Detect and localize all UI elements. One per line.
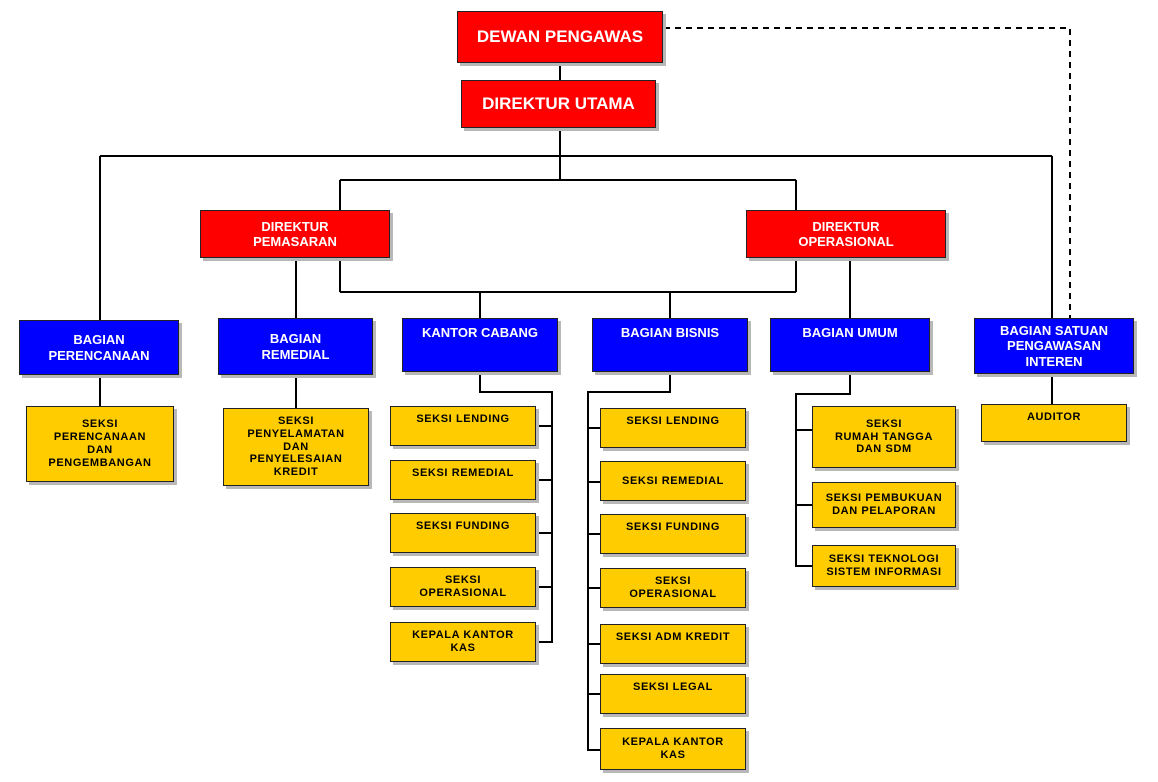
label-kc-seksi-funding: SEKSI FUNDING (416, 520, 510, 532)
box-direktur-utama: DIREKTUR UTAMA (461, 80, 656, 128)
label-kantor-cabang: KANTOR CABANG (421, 325, 539, 340)
box-kantor-cabang: KANTOR CABANG (402, 318, 558, 372)
label-dewan-pengawas: DEWAN PENGAWAS (476, 26, 644, 46)
box-seksi-penyelamatan: SEKSI PENYELAMATAN DAN PENYELESAIAN KRED… (223, 408, 369, 486)
label-bs-seksi-legal: SEKSI LEGAL (633, 681, 713, 693)
connector-bisnis-bus (587, 372, 671, 751)
box-bagian-remedial: BAGIAN REMEDIAL (218, 318, 373, 375)
connector-dewan-spi-dashed (664, 27, 1071, 318)
label-kc-seksi-remedial: SEKSI REMEDIAL (412, 467, 514, 479)
box-um-pembukuan: SEKSI PEMBUKUAN DAN PELAPORAN (812, 482, 956, 528)
box-bs-seksi-operasional: SEKSI OPERASIONAL (600, 568, 746, 608)
label-kc-seksi-lending: SEKSI LENDING (416, 413, 510, 425)
connector-umum-bus (795, 372, 851, 567)
box-bagian-perencanaan: BAGIAN PERENCANAAN (19, 320, 179, 375)
label-bs-kepala-kantor-kas: KEPALA KANTOR KAS (622, 736, 724, 761)
box-um-rumah-tangga: SEKSI RUMAH TANGGA DAN SDM (812, 406, 956, 468)
label-kc-kepala-kantor-kas: KEPALA KANTOR KAS (412, 629, 514, 654)
box-bagian-spi: BAGIAN SATUAN PENGAWASAN INTEREN (974, 318, 1134, 374)
box-bs-seksi-adm-kredit: SEKSI ADM KREDIT (600, 624, 746, 664)
label-auditor: AUDITOR (1026, 411, 1082, 423)
label-um-rumah-tangga: SEKSI RUMAH TANGGA DAN SDM (834, 417, 934, 456)
box-bagian-umum: BAGIAN UMUM (770, 318, 930, 372)
label-direktur-pemasaran: DIREKTUR PEMASARAN (253, 218, 337, 249)
box-bs-seksi-funding: SEKSI FUNDING (600, 514, 746, 554)
connector-kantor-cabang-bus (479, 372, 553, 643)
box-bagian-bisnis: BAGIAN BISNIS (592, 318, 748, 372)
label-direktur-operasional: DIREKTUR OPERASIONAL (798, 218, 894, 249)
label-direktur-utama: DIREKTUR UTAMA (482, 93, 635, 113)
box-bs-seksi-remedial: SEKSI REMEDIAL (600, 461, 746, 501)
label-bagian-perencanaan: BAGIAN PERENCANAAN (48, 332, 150, 363)
box-bs-seksi-legal: SEKSI LEGAL (600, 674, 746, 714)
label-bs-seksi-adm-kredit: SEKSI ADM KREDIT (615, 631, 731, 643)
box-bs-kepala-kantor-kas: KEPALA KANTOR KAS (600, 728, 746, 770)
box-kc-seksi-remedial: SEKSI REMEDIAL (390, 460, 536, 500)
label-seksi-perencanaan: SEKSI PERENCANAAN DAN PENGEMBANGAN (48, 418, 152, 469)
label-bagian-bisnis: BAGIAN BISNIS (620, 325, 720, 340)
label-bs-seksi-operasional: SEKSI OPERASIONAL (629, 575, 717, 600)
label-bagian-spi: BAGIAN SATUAN PENGAWASAN INTEREN (999, 323, 1109, 369)
label-kc-seksi-operasional: SEKSI OPERASIONAL (419, 574, 507, 599)
box-kc-seksi-lending: SEKSI LENDING (390, 406, 536, 446)
box-seksi-perencanaan: SEKSI PERENCANAAN DAN PENGEMBANGAN (26, 406, 174, 482)
label-bagian-umum: BAGIAN UMUM (802, 325, 898, 340)
box-um-teknologi: SEKSI TEKNOLOGI SISTEM INFORMASI (812, 545, 956, 587)
label-bagian-remedial: BAGIAN REMEDIAL (261, 331, 330, 362)
box-auditor: AUDITOR (981, 404, 1127, 442)
label-um-pembukuan: SEKSI PEMBUKUAN DAN PELAPORAN (825, 492, 943, 517)
box-kc-kepala-kantor-kas: KEPALA KANTOR KAS (390, 622, 536, 662)
label-um-teknologi: SEKSI TEKNOLOGI SISTEM INFORMASI (826, 553, 942, 578)
label-bs-seksi-remedial: SEKSI REMEDIAL (622, 474, 724, 487)
box-kc-seksi-funding: SEKSI FUNDING (390, 513, 536, 553)
label-bs-seksi-lending: SEKSI LENDING (626, 415, 720, 427)
box-dewan-pengawas: DEWAN PENGAWAS (457, 11, 663, 63)
box-kc-seksi-operasional: SEKSI OPERASIONAL (390, 567, 536, 607)
box-direktur-pemasaran: DIREKTUR PEMASARAN (200, 210, 390, 258)
box-bs-seksi-lending: SEKSI LENDING (600, 408, 746, 448)
box-direktur-operasional: DIREKTUR OPERASIONAL (746, 210, 946, 258)
label-bs-seksi-funding: SEKSI FUNDING (626, 521, 720, 533)
label-seksi-penyelamatan: SEKSI PENYELAMATAN DAN PENYELESAIAN KRED… (247, 414, 345, 479)
